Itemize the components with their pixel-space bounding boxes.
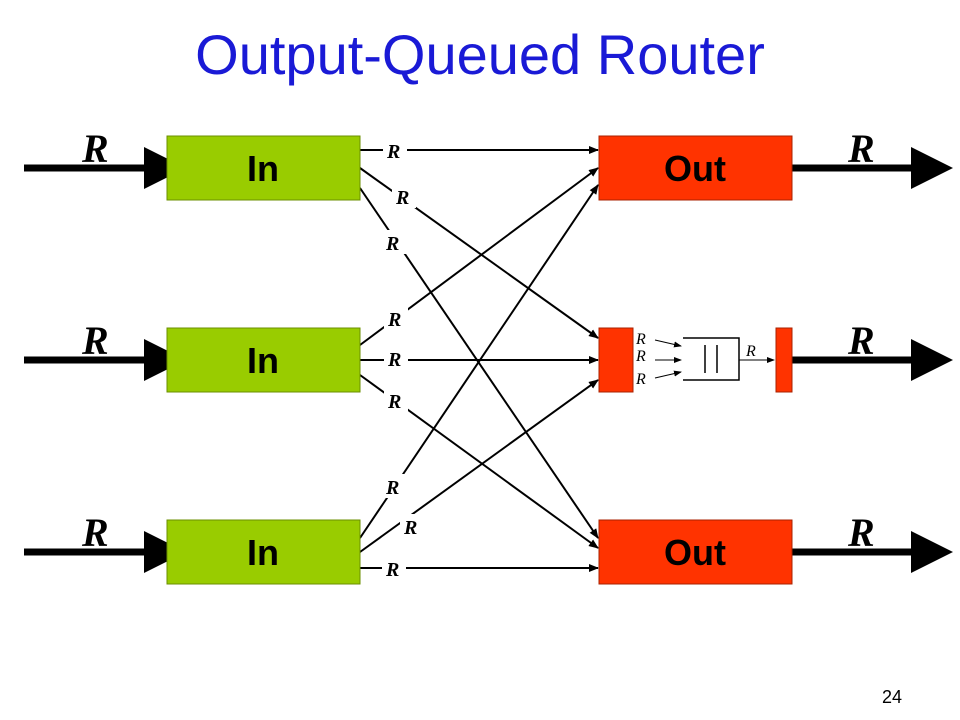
output-port-1: Out <box>598 135 793 201</box>
external-output-lines <box>792 147 953 573</box>
link-label-in2-1: R <box>387 309 401 331</box>
output-port-label: Out <box>664 532 726 573</box>
input-port-2: In <box>166 327 361 393</box>
queue-input-rate-2: R <box>635 348 646 365</box>
input-port-1: In <box>166 135 361 201</box>
output-port-label: Out <box>664 148 726 189</box>
input-rate-label-3: R <box>81 510 109 555</box>
slide-title: Output-Queued Router <box>195 23 765 86</box>
link-label-in1-2: R <box>395 187 409 209</box>
link-label-in3-3: R <box>385 559 399 581</box>
link-label-in3-1: R <box>385 477 399 499</box>
input-rate-label-2: R <box>81 318 109 363</box>
link-label-in3-2: R <box>403 517 417 539</box>
output-rate-label-1: R <box>847 126 875 171</box>
queue-output-rate: R <box>745 343 756 360</box>
link-label-in2-3: R <box>387 391 401 413</box>
output-queue <box>683 337 740 381</box>
output-port-2-expanded: R R R R <box>598 327 793 393</box>
slide-number: 24 <box>881 687 902 707</box>
input-port-3: In <box>166 519 361 585</box>
input-ports: In In In <box>166 135 361 585</box>
input-port-label: In <box>247 340 279 381</box>
external-rate-labels: R R R R R R <box>81 126 875 555</box>
input-port-label: In <box>247 148 279 189</box>
output-rate-label-3: R <box>847 510 875 555</box>
output-port-3: Out <box>598 519 793 585</box>
fabric-link-labels: R R R R R R R R R <box>382 138 424 581</box>
output-ports: Out R R R R Out <box>598 135 793 585</box>
input-port-label: In <box>247 532 279 573</box>
input-rate-label-1: R <box>81 126 109 171</box>
queue-input-rate-1: R <box>635 331 646 348</box>
external-input-lines <box>24 147 186 573</box>
output-rate-label-2: R <box>847 318 875 363</box>
link-label-in2-2: R <box>387 349 401 371</box>
link-in3-out2 <box>359 379 599 553</box>
queue-input-rate-3: R <box>635 371 646 388</box>
output-port-2-right-bar <box>775 327 793 393</box>
link-label-in1-1: R <box>386 141 400 163</box>
output-port-2-left-bar <box>598 327 634 393</box>
link-label-in1-3: R <box>385 233 399 255</box>
